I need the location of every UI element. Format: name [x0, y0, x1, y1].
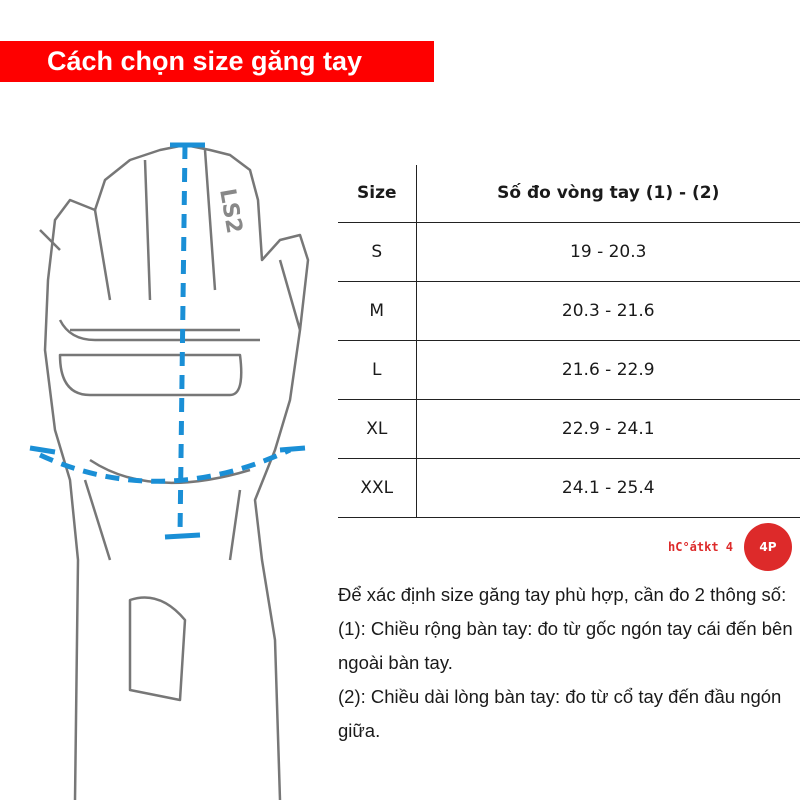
intro-text: Để xác định size găng tay phù hợp, cần đ… — [338, 584, 787, 605]
size-cell: XL — [338, 399, 417, 459]
size-cell: L — [338, 340, 417, 400]
size-cell: M — [338, 281, 417, 341]
range-cell: 22.9 - 24.1 — [416, 399, 800, 459]
measure-line-width — [38, 447, 292, 484]
measure-line-length — [177, 144, 188, 536]
point-1-text: (1): Chiều rộng bàn tay: đo từ gốc ngón … — [338, 618, 793, 673]
range-cell: 19 - 20.3 — [416, 222, 800, 282]
header-measure: Số đo vòng tay (1) - (2) — [416, 165, 800, 223]
range-cell: 24.1 - 25.4 — [416, 458, 800, 518]
measurement-instructions: Để xác định size găng tay phù hợp, cần đ… — [338, 578, 793, 748]
brand-logo: 4P — [744, 523, 792, 571]
header-size: Size — [338, 165, 417, 223]
svg-text:LS2: LS2 — [214, 187, 246, 236]
table-header-row: Size Số đo vòng tay (1) - (2) — [338, 165, 800, 223]
range-cell: 20.3 - 21.6 — [416, 281, 800, 341]
point-2-text: (2): Chiều dài lòng bàn tay: đo từ cổ ta… — [338, 686, 782, 741]
range-cell: 21.6 - 22.9 — [416, 340, 800, 400]
size-cell: XXL — [338, 458, 417, 518]
page-title: Cách chọn size găng tay — [0, 41, 434, 82]
glove-illustration: LS2 — [29, 142, 310, 800]
watermark: hC°átkt 4 — [668, 540, 734, 554]
glove-outline — [43, 143, 310, 800]
size-cell: S — [338, 222, 417, 282]
